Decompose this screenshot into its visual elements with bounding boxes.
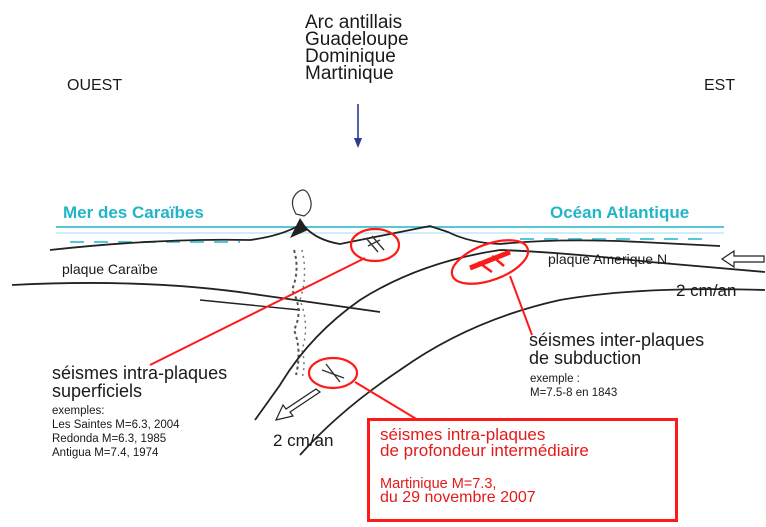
interplate-example-label: exemple :: [530, 373, 580, 385]
intermediate-quakes-box: séismes intra-plaques de profondeur inte…: [367, 418, 678, 522]
atlantic-ocean-label: Océan Atlantique: [550, 203, 690, 222]
slab-bottom: [299, 288, 766, 456]
north-america-plate-label: plaque Amerique N.: [548, 251, 671, 267]
slab-top: [254, 249, 766, 421]
interplate-example: M=7.5-8 en 1843: [530, 387, 618, 399]
intermediate-example-2: du 29 novembre 2007: [380, 489, 536, 506]
intermediate-quake-ellipse: [307, 356, 359, 390]
shallow-quakes-block: séismes intra-plaques superficiels: [52, 364, 227, 400]
east-rate-label: 2 cm/an: [676, 281, 737, 300]
intermediate-fault-marks: [321, 363, 345, 383]
arc-label: Arc antillais Guadeloupe Dominique Marti…: [305, 12, 409, 84]
intermediate-pointer: [354, 381, 419, 421]
caribbean-sea-label: Mer des Caraïbes: [63, 203, 204, 222]
magma-column: [290, 249, 300, 376]
caribbean-plate-label: plaque Caraïbe: [62, 261, 158, 277]
arc-arrow-head: [354, 138, 362, 148]
shallow-example-3: Antigua M=7.4, 1974: [52, 447, 159, 459]
west-motion-arrow: [274, 388, 322, 421]
interplate-fault-marks: [469, 249, 511, 271]
interplate-examples: exemple : M=7.5-8 en 1843: [530, 372, 617, 400]
arc-line-4: Martinique: [305, 63, 394, 84]
shallow-quake-ellipse: [349, 227, 401, 263]
interplate-fault-marks-2: [477, 255, 505, 274]
shallow-title-1: séismes intra-plaques: [52, 363, 228, 383]
shallow-examples: exemples: Les Saintes M=6.3, 2004 Redond…: [52, 404, 180, 460]
caribbean-plate-base: [11, 282, 381, 313]
volcano: [290, 218, 308, 238]
intermediate-example-1: Martinique M=7.3,: [380, 476, 497, 492]
caribbean-lithosphere-bottom: [199, 299, 301, 311]
interplate-quakes-block: séismes inter-plaques de subduction: [529, 331, 704, 367]
shallow-fault-marks: [365, 235, 385, 253]
arc-line-1: Arc antillais: [305, 12, 403, 33]
magma-column-2: [299, 249, 307, 379]
east-motion-arrow: [720, 249, 765, 269]
shallow-title-2: superficiels: [52, 381, 143, 401]
interplate-quake-ellipse: [450, 239, 530, 285]
arc-line-2: Guadeloupe: [305, 29, 409, 50]
intermediate-title-1: séismes intra-plaques: [380, 425, 546, 444]
interplate-pointer: [509, 275, 533, 336]
shallow-pointer: [149, 257, 366, 366]
shallow-example-2: Redonda M=6.3, 1985: [52, 433, 167, 445]
shallow-examples-label: exemples:: [52, 405, 105, 417]
caribbean-seafloor: [49, 225, 721, 251]
interplate-title-2: de subduction: [529, 348, 642, 368]
arc-line-3: Dominique: [305, 46, 396, 67]
east-label: EST: [704, 77, 736, 94]
volcano-plume: [291, 189, 312, 217]
interplate-title-1: séismes inter-plaques: [529, 330, 705, 350]
west-label: OUEST: [67, 77, 123, 94]
intermediate-title-2: de profondeur intermédiaire: [380, 441, 589, 460]
west-rate-label: 2 cm/an: [273, 431, 334, 450]
shallow-example-1: Les Saintes M=6.3, 2004: [52, 419, 180, 431]
